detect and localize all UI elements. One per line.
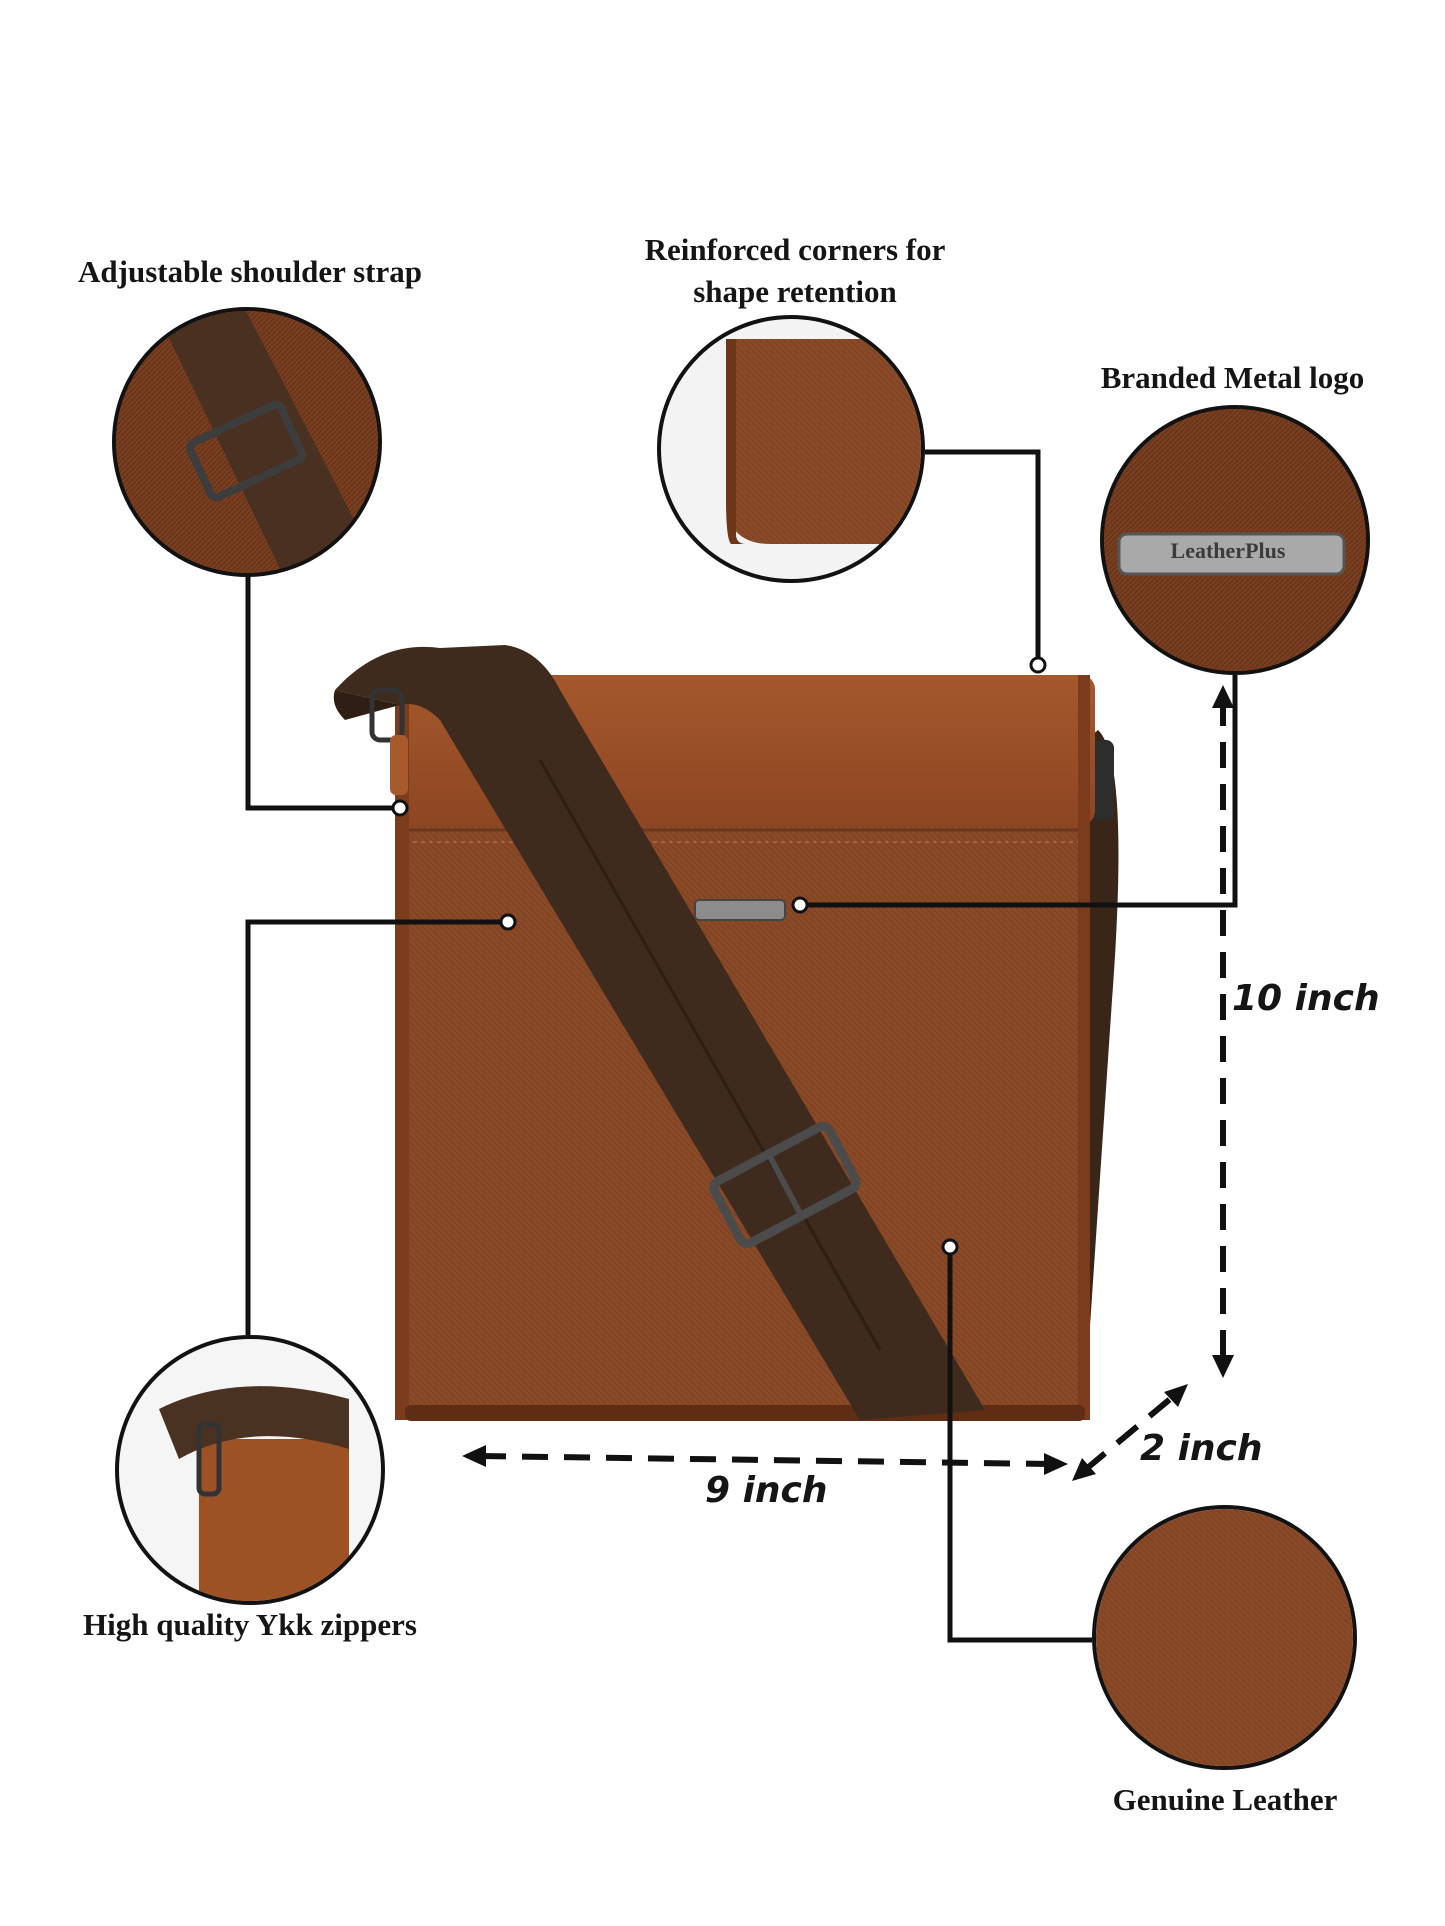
metal-logo-label: Branded Metal logo	[1100, 360, 1365, 395]
arrow-heads	[462, 685, 1234, 1481]
strap-front	[335, 645, 985, 1420]
metal-logo-detail-circle	[1100, 405, 1370, 675]
brand-logo-text: LeatherPlus	[1170, 538, 1286, 563]
logo-plate	[694, 899, 786, 921]
strap-pattern	[538, 759, 882, 1351]
width-dimension-label: 9 inch	[705, 1470, 828, 1511]
corners-label-line1: Reinforced corners for	[644, 232, 946, 267]
strap-hook-left	[369, 687, 405, 743]
depth-dimension-label: 2 inch	[1140, 1428, 1263, 1469]
connector-lines	[245, 449, 1238, 1643]
width-arrow-line	[479, 1453, 1051, 1467]
strap-loop-right	[1092, 740, 1114, 820]
dimension-arrows	[479, 700, 1226, 1473]
corner-detail-circle	[657, 315, 925, 583]
leather-detail-circle	[1092, 1505, 1357, 1770]
height-dimension-label: 10 inch	[1232, 978, 1380, 1019]
zipper-detail-circle	[115, 1335, 385, 1605]
connector-dots	[391, 656, 1047, 1256]
zippers-label: High quality Ykk zippers	[83, 1607, 417, 1642]
strap-buckle	[709, 1121, 861, 1249]
leather-label: Genuine Leather	[1112, 1782, 1338, 1817]
corners-label-line2: shape retention	[693, 274, 897, 309]
depth-arrow-line	[1083, 1392, 1177, 1473]
strap-detail-circle	[112, 307, 382, 577]
shoulder-strap-label: Adjustable shoulder strap	[78, 254, 422, 289]
